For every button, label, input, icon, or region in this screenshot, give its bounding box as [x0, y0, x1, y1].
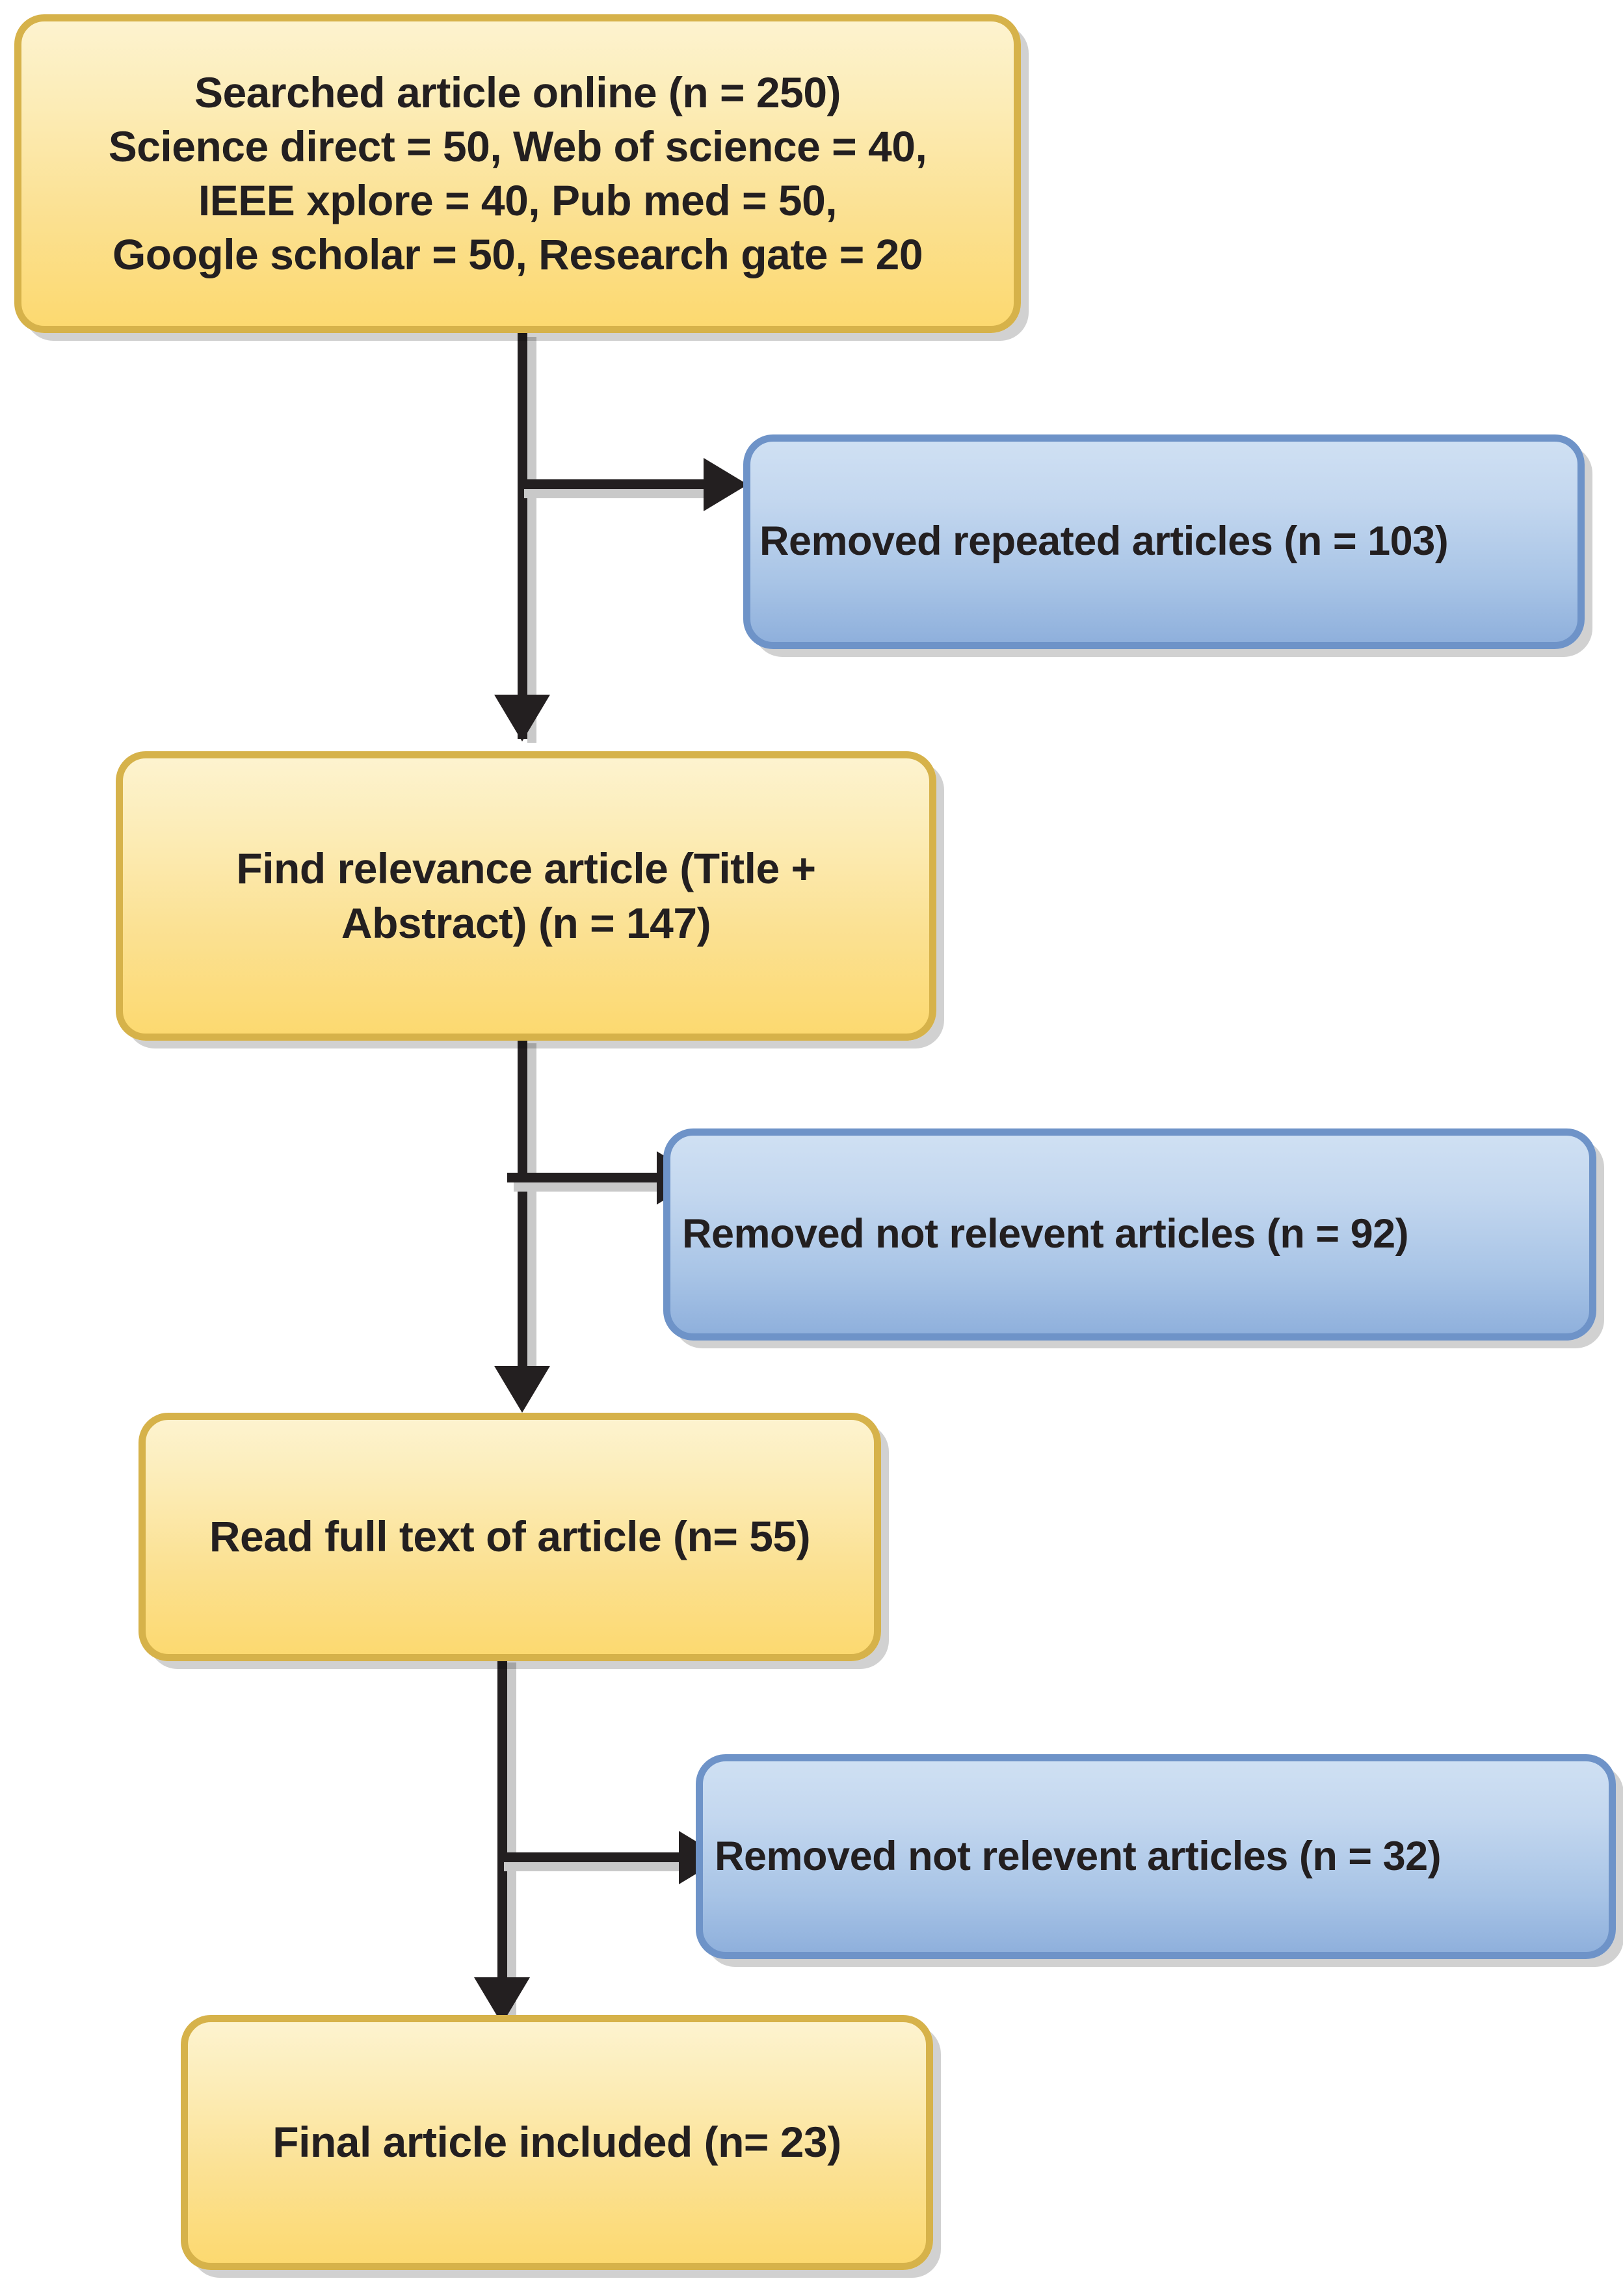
node-final-included[interactable]: Final article included (n= 23) [181, 2015, 933, 2270]
node-removed-repeated[interactable]: Removed repeated articles (n = 103) [743, 434, 1585, 649]
connector-to-removed-repeated [518, 479, 719, 498]
node-removed-not-relevant-1[interactable]: Removed not relevent articles (n = 92) [663, 1128, 1596, 1341]
node-read-full-text[interactable]: Read full text of article (n= 55) [139, 1413, 881, 1661]
node-removed-not-relevant-2[interactable]: Removed not relevent articles (n = 32) [696, 1754, 1616, 1959]
connector-to-removed-not-relevant-1 [507, 1173, 672, 1192]
connector-searched-to-relevance [518, 333, 536, 743]
arrowhead-down-to-fulltext [494, 1366, 550, 1413]
connector-relevance-to-fulltext [518, 1039, 536, 1382]
node-searched-articles[interactable]: Searched article online (n = 250) Scienc… [14, 14, 1021, 333]
node-find-relevance[interactable]: Find relevance article (Title + Abstract… [116, 751, 936, 1041]
connector-to-removed-not-relevant-2 [497, 1852, 694, 1871]
arrowhead-down-to-relevance [494, 695, 550, 741]
arrowhead-right-to-removed-repeated [704, 458, 748, 511]
